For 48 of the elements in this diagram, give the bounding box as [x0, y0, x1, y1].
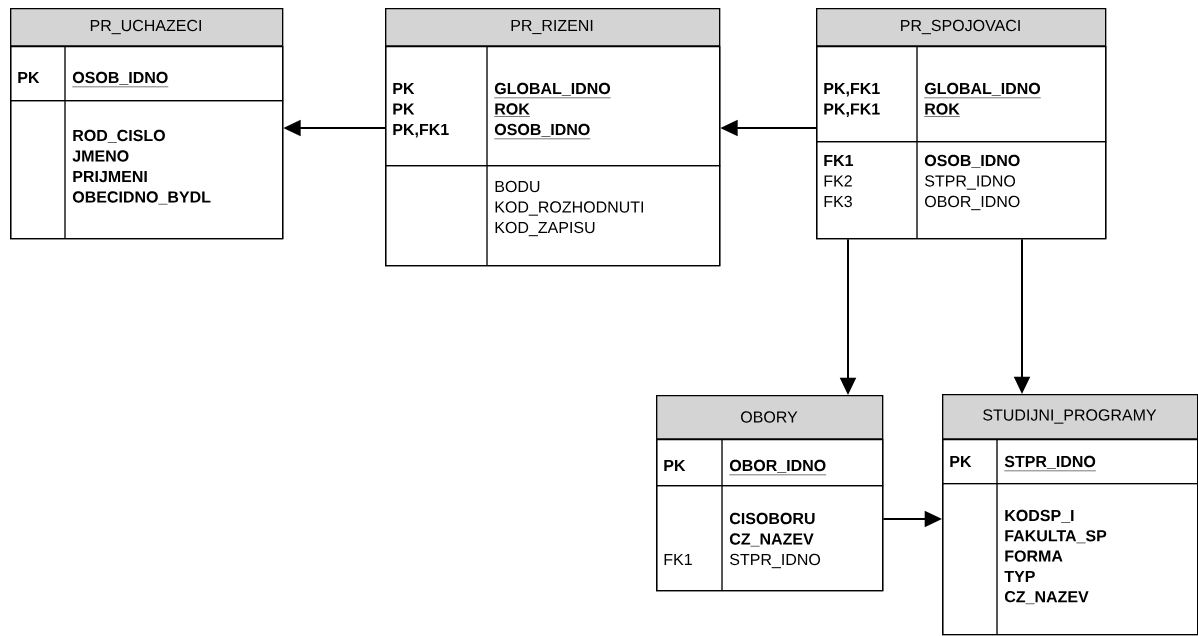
field-name: KOD_ZAPISU: [495, 221, 595, 237]
field-name: TYP: [1004, 570, 1035, 582]
key-label: PK: [664, 460, 686, 471]
table-section: [385, 164, 721, 267]
field-name: ROK: [494, 103, 531, 117]
key-label: PK,FK1: [824, 83, 880, 97]
key-label: PK: [950, 456, 972, 467]
field-name: KODSP_I: [1005, 509, 1074, 523]
table-section: [10, 45, 284, 102]
field-name: OBOR_IDNO: [729, 459, 827, 476]
field-name: STPR_IDNO: [925, 175, 1016, 190]
key-label: FK1: [664, 554, 692, 565]
field-name: OSOB_IDNO: [72, 71, 169, 88]
key-label: PK,FK1: [824, 103, 880, 117]
table-section: [656, 484, 884, 592]
table-section: [385, 45, 721, 167]
field-name: STPR_IDNO: [730, 553, 821, 569]
field-name: FAKULTA_SP: [1005, 530, 1107, 544]
field-name: STPR_IDNO: [1004, 455, 1097, 472]
field-name: OBOR_IDNO: [925, 195, 1020, 211]
key-label: PK,FK1: [393, 124, 449, 138]
table-section: [816, 45, 1107, 143]
field-name: GLOBAL_IDNO: [924, 82, 1041, 99]
key-label: PK: [393, 103, 415, 115]
table-section: [942, 438, 1198, 485]
field-name: PRIJMENI: [73, 171, 147, 183]
field-name: OSOB_IDNO: [924, 154, 1020, 168]
key-label: PK: [393, 83, 415, 94]
key-label: FK3: [824, 195, 852, 208]
field-name: GLOBAL_IDNO: [494, 82, 611, 99]
table-section: [942, 482, 1198, 636]
key-label: FK2: [824, 175, 852, 187]
field-name: CZ_NAZEV: [1004, 591, 1089, 605]
field-name: BODU: [495, 180, 540, 193]
field-name: ROD_CISLO: [73, 129, 165, 143]
field-name: ROK: [924, 103, 961, 117]
field-name: OSOB_IDNO: [494, 123, 591, 140]
field-name: KOD_ROZHODNUTI: [495, 201, 643, 216]
table-section: [10, 99, 284, 240]
field-name: JMENO: [72, 150, 129, 162]
field-name: CZ_NAZEV: [729, 533, 814, 547]
table-section: [816, 140, 1107, 240]
field-name: FORMA: [1005, 550, 1063, 562]
key-label: PK: [18, 72, 40, 83]
key-label: FK1: [824, 155, 854, 166]
table-section: [656, 438, 884, 487]
field-name: CISOBORU: [729, 512, 815, 525]
field-name: OBECIDNO_BYDL: [72, 191, 211, 205]
